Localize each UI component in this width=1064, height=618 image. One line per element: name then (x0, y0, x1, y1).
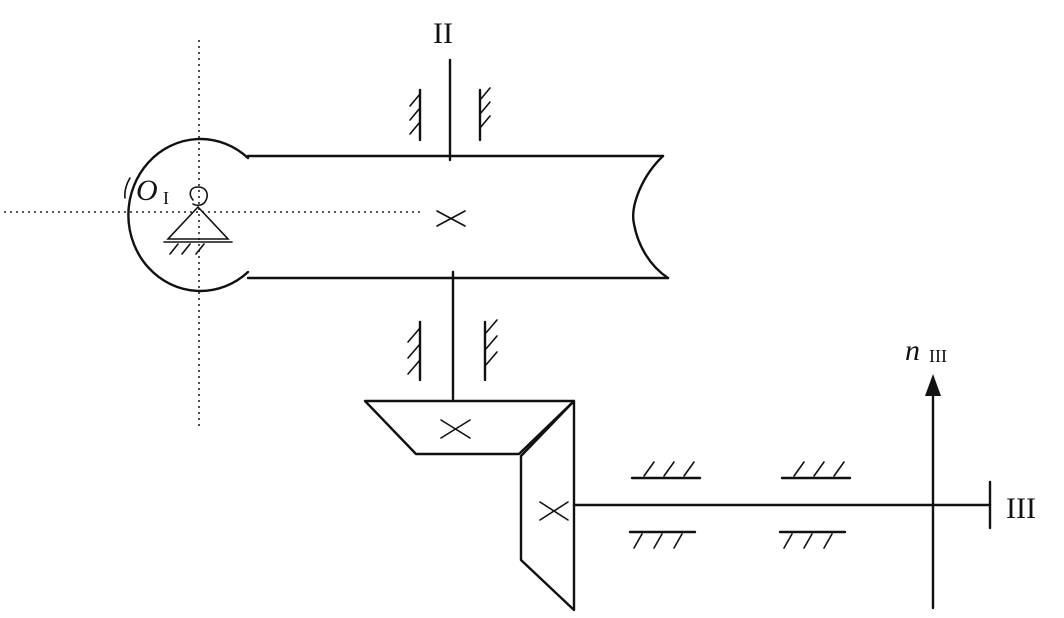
speed-arrow-iii (925, 374, 941, 610)
bevel-gear-shaft-ii-outline (363, 399, 576, 456)
bearing-lower-right-hatch-2 (484, 335, 498, 351)
bearing-iii-1-bottom-hatch-1 (633, 533, 643, 549)
shaft-iii (572, 480, 992, 530)
worm-wheel-shaft-i (124, 137, 250, 293)
label-speed-subscript: III (929, 346, 947, 366)
bearing-upper-left-hatch-3 (409, 121, 421, 135)
bearing-iii-2-bottom-hatch-3 (823, 533, 833, 549)
shaft-ii-lower-bearings (407, 319, 498, 382)
shaft-ii-upper-bearings (409, 87, 491, 142)
bearing-upper-right-hatch-2 (479, 101, 491, 115)
bearing-upper-right-hatch-1 (479, 87, 491, 101)
bevel-gear-shaft-iii (519, 399, 576, 612)
label-shaft-ii: II (433, 17, 453, 50)
bearing-iii-1-top-hatch-3 (683, 461, 695, 477)
bearing-iii-2-top-hatch-1 (793, 461, 805, 477)
worm-body (246, 154, 670, 280)
bearing-lower-left-hatch-2 (407, 343, 421, 359)
bearing-upper-left-hatch-1 (409, 93, 421, 107)
bearing-iii-1-bottom-hatch-3 (673, 533, 683, 549)
label-shaft-iii: III (1006, 492, 1036, 525)
bearing-iii-2-top-hatch-3 (833, 461, 845, 477)
bevel-gear-shaft-iii-cross-b (539, 501, 569, 521)
bevel-gear-shaft-iii-outline (519, 399, 576, 612)
bevel-gear-shaft-ii-cross-b (440, 419, 471, 439)
bearing-iii-1-bottom-hatch-2 (653, 533, 663, 549)
bearing-lower-right-hatch-3 (484, 351, 498, 367)
bearing-upper-right-hatch-3 (479, 115, 491, 129)
worm-broken-end (632, 154, 670, 280)
bearing-lower-left-hatch-1 (407, 327, 421, 343)
label-axis-o: O (136, 174, 158, 207)
shaft-i-support-symbol (163, 186, 233, 255)
shaft-ii (448, 58, 455, 401)
worm-wheel-circle (127, 137, 250, 293)
label-axis-o-subscript: I (163, 188, 169, 208)
support-triangle (166, 205, 230, 240)
label-speed-n: n (905, 334, 920, 367)
bearing-iii-2-bottom-hatch-1 (783, 533, 793, 549)
bearing-iii-2-bottom-hatch-2 (803, 533, 813, 549)
support-hook (189, 186, 208, 207)
bearing-upper-left-hatch-2 (409, 107, 421, 121)
speed-arrow-head (925, 374, 941, 396)
worm-cross-b (436, 210, 466, 227)
shaft-iii-bearings (628, 461, 852, 549)
bevel-gear-shaft-ii (363, 399, 576, 456)
support-hatch-3 (195, 243, 205, 255)
bearing-lower-right-hatch-1 (484, 319, 498, 335)
worm-wheel-left-tick (124, 177, 131, 199)
bearing-lower-left-hatch-3 (407, 359, 421, 375)
bearing-iii-1-top-hatch-2 (663, 461, 675, 477)
bearing-iii-2-top-hatch-2 (813, 461, 825, 477)
support-hatch-2 (181, 243, 191, 255)
shaft-i-centerlines (4, 40, 420, 428)
bearing-iii-1-top-hatch-1 (643, 461, 655, 477)
support-hatch-1 (169, 243, 179, 255)
